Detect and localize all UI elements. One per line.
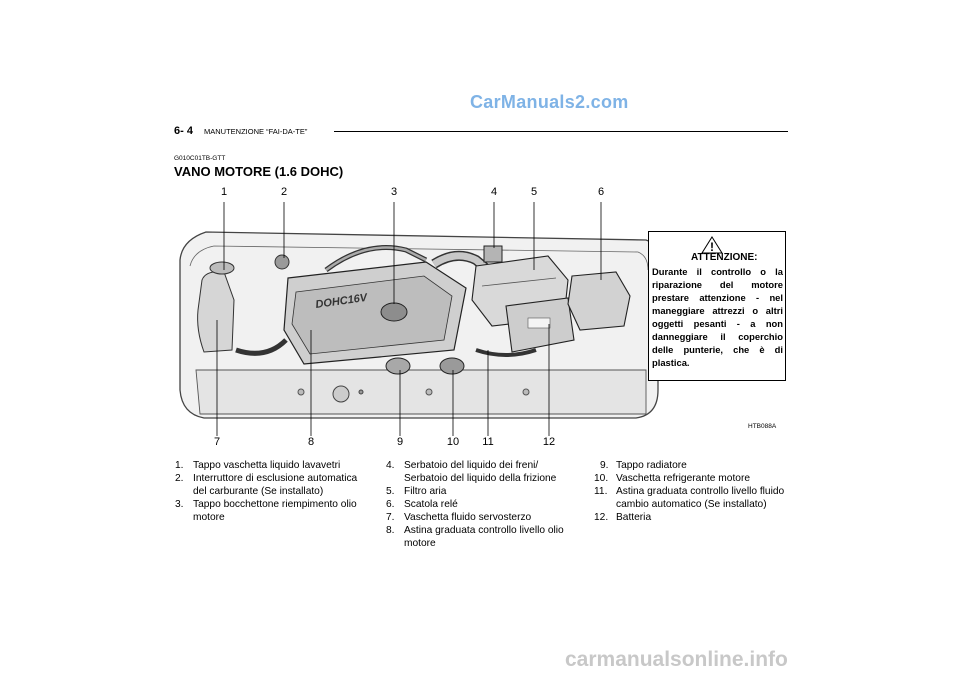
legend-column-1: 1.Tappo vaschetta liquido lavavetri 2.In… (175, 459, 361, 524)
section-code: G010C01TB-GTT (174, 155, 226, 162)
callout-6: 6 (597, 186, 605, 198)
warning-box: ! ATTENZIONE: Durante il controllo o la … (648, 231, 786, 381)
callout-1: 1 (220, 186, 228, 198)
callout-11: 11 (482, 436, 494, 448)
page-title: VANO MOTORE (1.6 DOHC) (174, 164, 344, 179)
legend-item-3: 3.Tappo bocchettone riempimento olio mot… (175, 499, 357, 523)
legend-item-4: 4.Serbatoio del liquido dei freni/ Serba… (386, 460, 557, 484)
legend-column-2: 4.Serbatoio del liquido dei freni/ Serba… (386, 459, 574, 550)
site-watermark-bottom: carmanualsonline.info (565, 648, 788, 671)
legend-item-12: 12.Batteria (594, 512, 652, 523)
warning-title: ATTENZIONE: (691, 252, 758, 263)
callout-3: 3 (390, 186, 398, 198)
section-header: MANUTENZIONE “FAI-DA-TE” (204, 127, 308, 136)
legend-item-9: 9.Tappo radiatore (600, 460, 687, 471)
svg-text:!: ! (710, 240, 714, 254)
legend-item-8: 8.Astina graduata controllo livello olio… (386, 525, 564, 549)
callout-10: 10 (446, 436, 460, 448)
engine-bay-illustration: DOHC16V (179, 202, 659, 436)
legend-item-7: 7.Vaschetta fluido servosterzo (386, 512, 532, 523)
callout-2: 2 (280, 186, 288, 198)
legend-item-1: 1.Tappo vaschetta liquido lavavetri (175, 460, 341, 471)
site-watermark-top: CarManuals2.com (470, 92, 629, 112)
legend-item-6: 6.Scatola relé (386, 499, 458, 510)
warning-body: Durante il controllo o la riparazione de… (652, 266, 783, 368)
figure-reference: HTB088A (748, 423, 777, 430)
legend-column-3: 9.Tappo radiatore 10.Vaschetta refrigera… (594, 459, 786, 524)
legend-item-2: 2.Interruttore di esclusione automatica … (175, 473, 358, 497)
callout-4: 4 (490, 186, 498, 198)
callout-9: 9 (396, 436, 404, 448)
callout-7: 7 (213, 436, 221, 448)
header-rule (334, 131, 788, 132)
warning-triangle-icon: ! (701, 236, 723, 254)
page-number: 6- 4 (174, 125, 193, 137)
callout-5: 5 (530, 186, 538, 198)
callout-8: 8 (307, 436, 315, 448)
legend-item-5: 5.Filtro aria (386, 486, 447, 497)
legend-item-11: 11.Astina graduata controllo livello flu… (594, 486, 785, 510)
callout-12: 12 (542, 436, 556, 448)
legend-item-10: 10.Vaschetta refrigerante motore (594, 473, 751, 484)
